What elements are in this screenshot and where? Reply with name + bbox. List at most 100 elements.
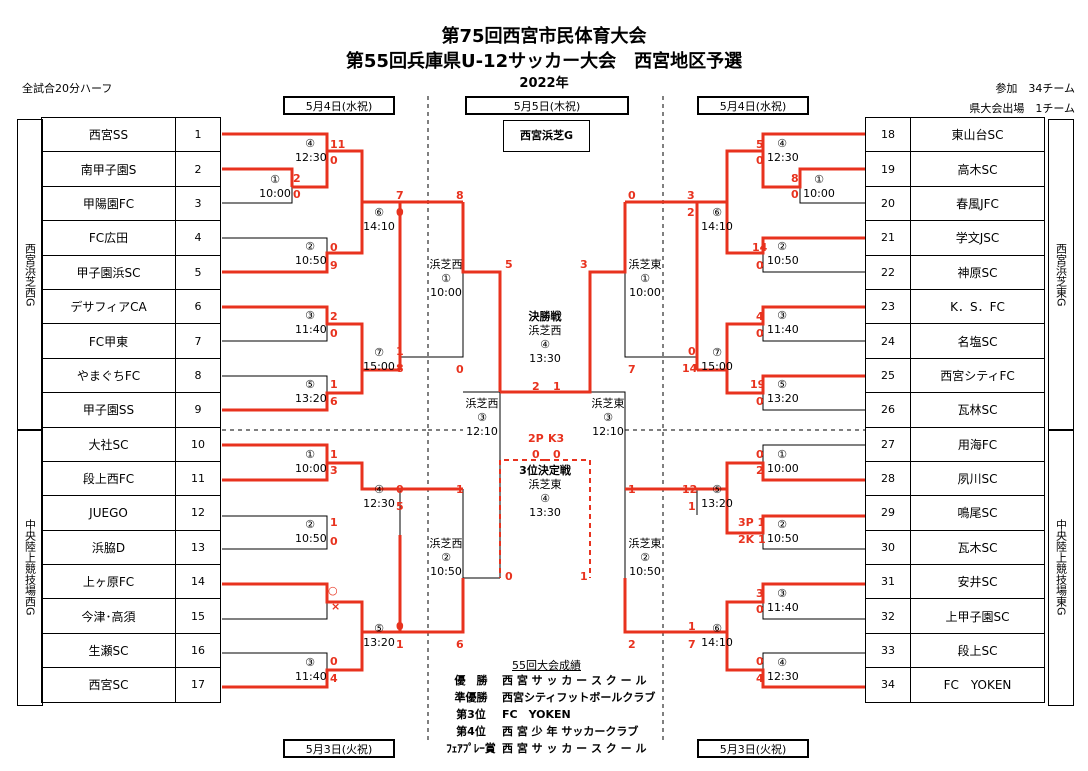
- result-team: 西宮シティフットボールクラブ: [502, 691, 656, 704]
- score-r1: 5: [756, 138, 764, 151]
- match-length-note: 全試合20分ハーフ: [22, 82, 113, 95]
- score-s23: 0: [330, 535, 338, 548]
- score-c_third_r: 0: [553, 448, 561, 461]
- team-number: 1: [175, 116, 221, 153]
- match-no: ②: [777, 240, 787, 253]
- match-time: 11:40: [295, 670, 327, 683]
- match-time: 15:00: [701, 360, 733, 373]
- match-time: 14:10: [363, 220, 395, 233]
- team-name: FC広田: [41, 220, 176, 256]
- field: 浜芝西: [429, 258, 463, 271]
- date-bottom-right: 5月3日(火祝): [697, 739, 809, 758]
- team-name: 神原SC: [910, 254, 1045, 290]
- match-no: ④: [540, 338, 550, 351]
- team-name: FC甲東: [41, 323, 176, 359]
- match-no: ③: [305, 656, 315, 669]
- match-no: ⑦: [374, 346, 384, 359]
- match-no: ⑤: [374, 622, 384, 635]
- match-no: ⑥: [712, 622, 722, 635]
- score-r19: 2: [756, 464, 764, 477]
- score-semi-lb: 0: [505, 570, 513, 583]
- third-label: 3位決定戦: [519, 464, 571, 477]
- match-no: ⑤: [777, 378, 787, 391]
- match-time: 10:50: [767, 254, 799, 267]
- team-number: 15: [175, 598, 221, 634]
- result-rank: 優 勝: [454, 674, 488, 687]
- match-no: ①: [270, 173, 280, 186]
- date-top-center: 5月5日(木祝): [465, 96, 629, 115]
- score-r21: 1: [688, 500, 696, 513]
- results-list: 優 勝西 宮 サ ッ カ ー ス ク ー ル準優勝西宮シティフットボールクラブ第…: [440, 672, 655, 757]
- team-name: 東山台SC: [910, 116, 1045, 153]
- results-heading: 55回大会成績: [512, 659, 581, 672]
- team-number: 23: [865, 288, 911, 325]
- final-label: 決勝戦: [528, 310, 562, 323]
- team-number: 17: [175, 667, 221, 703]
- result-row: 準優勝西宮シティフットボールクラブ: [440, 689, 656, 706]
- score-r22: 3P 1: [738, 516, 766, 529]
- date-bottom-left: 5月3日(火祝): [283, 739, 395, 758]
- score-r29: 0: [756, 655, 764, 668]
- match-time: 10:00: [295, 462, 327, 475]
- team-number: 4: [175, 220, 221, 256]
- year-label: 2022年: [519, 76, 569, 91]
- match-time: 11:40: [767, 323, 799, 336]
- team-number: 32: [865, 598, 911, 634]
- team-name: デサフィアCA: [41, 288, 176, 325]
- field: 浜芝東: [591, 397, 625, 410]
- score-s19: 3: [330, 464, 338, 477]
- team-name: 安井SC: [910, 564, 1045, 600]
- score-r20: 12: [682, 483, 698, 496]
- match-time: 11:40: [295, 323, 327, 336]
- match-no: ②: [441, 551, 451, 564]
- score-c_final_r: 1: [553, 380, 561, 393]
- score-s12: 1: [396, 345, 404, 358]
- qualifier-count: 県大会出場 1チーム: [969, 102, 1075, 115]
- result-team: FC YOKEN: [502, 708, 571, 721]
- field: 浜芝東: [628, 537, 662, 550]
- result-row: ﾌｪｱﾌﾟﾚｰ賞西 宮 サ ッ カ ー ス ク ー ル: [440, 740, 655, 757]
- match-no: ③: [603, 411, 613, 424]
- result-team: 西 宮 少 年 サッカークラブ: [502, 725, 639, 738]
- team-number: 25: [865, 357, 911, 394]
- team-name: 高木SC: [910, 151, 1045, 187]
- team-name: 瓦木SC: [910, 529, 1045, 566]
- score-r8: 14: [752, 241, 768, 254]
- match-no: ①: [640, 272, 650, 285]
- match-time: 13:20: [767, 392, 799, 405]
- match-no: ⑤: [305, 378, 315, 391]
- score-s20: 0: [396, 483, 404, 496]
- match-no: ②: [640, 551, 650, 564]
- score-s27: 0: [330, 655, 338, 668]
- field: 浜芝西: [465, 397, 499, 410]
- match-no: ⑥: [712, 206, 722, 219]
